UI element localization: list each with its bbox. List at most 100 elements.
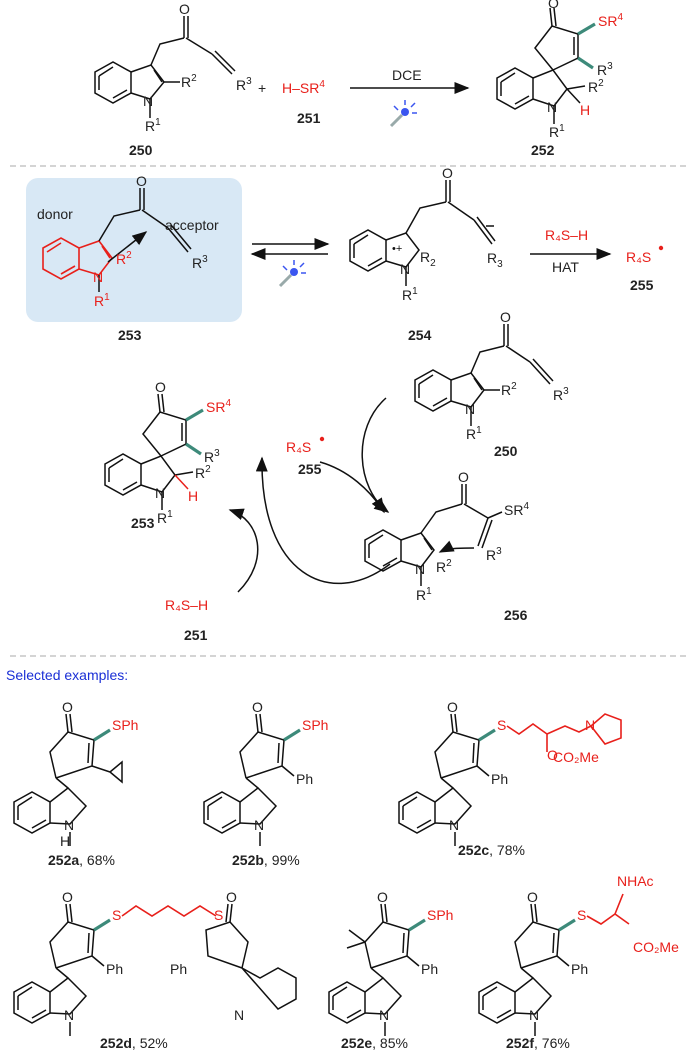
example-O: O	[252, 699, 263, 715]
compound-label-255: 255	[630, 277, 654, 293]
acceptor-label: acceptor	[165, 217, 219, 233]
light-bulb-icon	[389, 98, 419, 128]
sub-R2: R2	[501, 381, 517, 398]
example-label-252f: 252f, 76%	[506, 1035, 570, 1051]
example-thio: SPh	[302, 717, 328, 733]
example-thio: SPh	[112, 717, 138, 733]
compound-label-253: 253	[118, 327, 142, 343]
product-R1: R1	[549, 123, 565, 140]
reactant-250	[94, 16, 236, 118]
compound-label-252: 252	[531, 142, 555, 158]
ion-R3: R3	[487, 250, 503, 270]
ion-R2: R2	[420, 249, 436, 269]
complex-R1: R1	[94, 292, 110, 309]
example-Ph: Ph	[571, 961, 588, 977]
compound-label-255b: 255	[298, 461, 322, 477]
compound-label-253b: 253	[131, 515, 155, 531]
example-N: N	[64, 817, 74, 833]
adduct-O: O	[458, 469, 469, 485]
example-Ph: Ph	[106, 961, 123, 977]
example-H: H	[60, 833, 70, 849]
reagent-hsr4: H–SR4	[282, 79, 325, 96]
thiol-251: R₄S–H	[165, 597, 208, 613]
compound-label-250: 250	[129, 142, 153, 158]
example-Ph: Ph	[421, 961, 438, 977]
label-R2: R2	[181, 73, 197, 90]
product-O: O	[548, 0, 559, 11]
compound-label-251: 251	[297, 110, 321, 126]
hat-cycle-arrow	[228, 508, 259, 593]
adduct-R1: R1	[416, 586, 432, 603]
example-label-252b: 252b, 99%	[232, 852, 300, 868]
example-amide: NHAc	[617, 873, 654, 889]
label-R1: R1	[145, 117, 161, 134]
example-O: O	[527, 889, 538, 905]
complex-N: N	[93, 269, 103, 285]
plus-sign: +	[258, 80, 266, 96]
example-N: N	[254, 817, 264, 833]
edacomplex-box	[26, 178, 242, 322]
example-label-252d: 252d, 52%	[100, 1035, 168, 1051]
thiyl-radical-255: R₄S	[286, 439, 311, 455]
p253-R3: R3	[204, 448, 220, 465]
adduct-N: N	[415, 561, 425, 577]
solvent-label: DCE	[392, 67, 422, 83]
p253-H: H	[188, 488, 198, 504]
example-d-Ph2: Ph	[170, 961, 187, 977]
product-H: H	[580, 102, 590, 118]
light-bulb-icon	[278, 258, 308, 288]
complex-R3: R3	[192, 254, 208, 271]
product-R3: R3	[597, 61, 613, 78]
cycle-arrow	[255, 456, 391, 585]
example-thio: S	[497, 717, 506, 733]
compound-label-254: 254	[408, 327, 432, 343]
p253-R1: R1	[157, 509, 173, 526]
example-Ph: Ph	[296, 771, 313, 787]
p253-SR4: SR4	[206, 398, 231, 415]
complex-O: O	[136, 173, 147, 189]
addition-arrow	[361, 397, 390, 513]
complex-253	[42, 188, 192, 292]
sub-N: N	[465, 401, 475, 417]
example-O: O	[62, 699, 73, 715]
compound-label-256: 256	[504, 607, 528, 623]
ion-O: O	[442, 165, 453, 181]
radical-dot-2	[319, 436, 325, 442]
radical-arrow	[319, 461, 385, 514]
example-thio: S	[112, 907, 121, 923]
adduct-256	[364, 484, 503, 586]
ion-N: N	[400, 261, 410, 277]
example-O: O	[62, 889, 73, 905]
p253-O: O	[155, 379, 166, 395]
example-c-N: N	[585, 717, 595, 733]
compound-label-251b: 251	[184, 627, 208, 643]
product-N: N	[547, 99, 557, 115]
p253-R2: R2	[195, 464, 211, 481]
donor-label: donor	[37, 206, 73, 222]
ion-pair-254	[349, 180, 496, 286]
example-N: N	[64, 1007, 74, 1023]
complex-R2: R2	[116, 250, 132, 267]
product-SR4: SR4	[598, 12, 623, 29]
sub-O: O	[500, 309, 511, 325]
atom-N: N	[143, 93, 153, 109]
ion-R1: R1	[402, 286, 418, 303]
radical-dot	[658, 245, 664, 251]
example-O: O	[447, 699, 458, 715]
thiol-reagent: R₄S–H	[545, 227, 588, 243]
product-252	[496, 7, 596, 124]
sub-R1: R1	[466, 425, 482, 442]
adduct-R3: R3	[486, 546, 502, 563]
atom-O: O	[179, 1, 190, 17]
example-N: N	[379, 1007, 389, 1023]
thiyl-radical: R₄S	[626, 249, 651, 265]
radical-cation: •+	[392, 243, 402, 255]
example-thio: SPh	[427, 907, 453, 923]
